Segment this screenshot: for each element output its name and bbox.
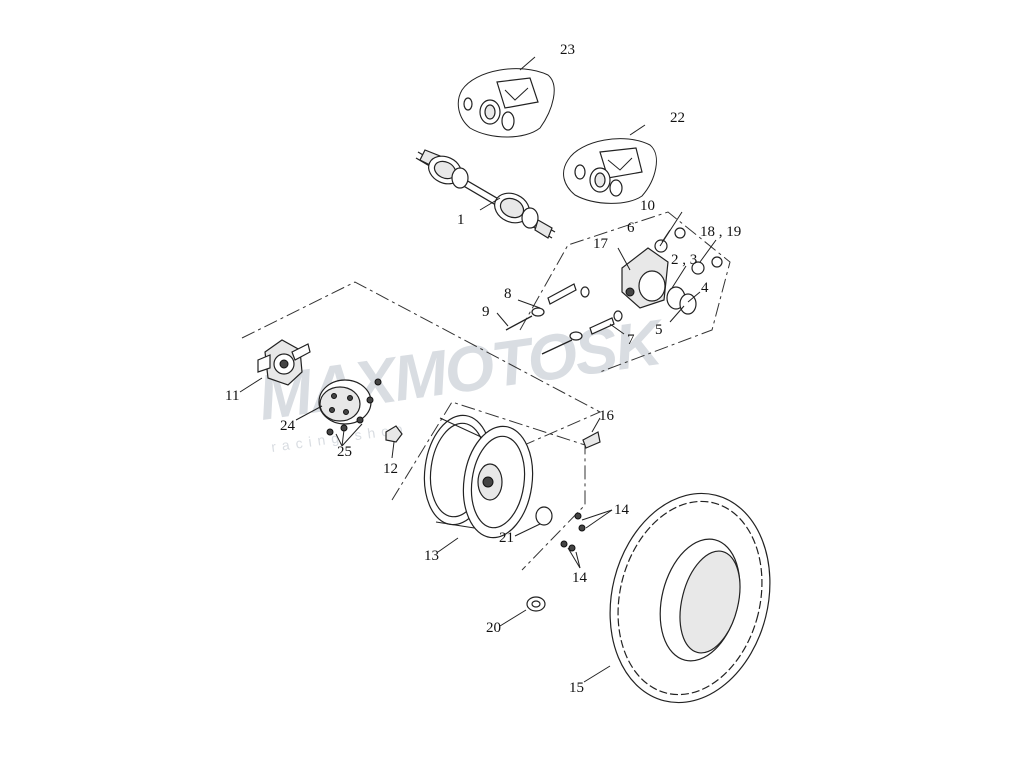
callout-14b: 14 (572, 570, 588, 586)
callout-15: 15 (569, 680, 584, 696)
wheel-rim-13 (423, 414, 601, 552)
callout-16: 16 (599, 408, 615, 424)
callout-1: 1 (457, 212, 465, 228)
callout-9: 9 (482, 304, 490, 320)
callout-6: 6 (627, 220, 635, 236)
callout-4: 4 (701, 280, 709, 296)
callouts: 1 2 , 3 4 5 6 7 8 9 10 11 12 13 14 14 15… (225, 42, 741, 696)
wheel-spacer-24 (318, 378, 403, 443)
boot-kit-22 (563, 138, 657, 204)
wheel-hub-11 (257, 339, 311, 386)
drive-axle-1 (415, 149, 556, 239)
washer-20 (526, 596, 546, 612)
callout-25: 25 (337, 444, 352, 460)
tire-15 (609, 492, 771, 704)
callout-13: 13 (424, 548, 439, 564)
boot-kit-23 (457, 68, 555, 138)
callout-12: 12 (383, 461, 398, 477)
callout-24: 24 (280, 418, 296, 434)
callout-10: 10 (640, 198, 655, 214)
callout-22: 22 (670, 110, 685, 126)
outline-hub-group (241, 281, 602, 467)
callout-21: 21 (499, 530, 514, 546)
callout-23: 23 (560, 42, 575, 58)
callout-18-19: 18 , 19 (700, 224, 741, 240)
callout-14a: 14 (614, 502, 630, 518)
steering-knuckle-group (505, 227, 723, 355)
callout-5: 5 (655, 322, 663, 338)
callout-20: 20 (486, 620, 501, 636)
outline-knuckle-group (519, 211, 731, 373)
callout-17: 17 (593, 236, 609, 252)
leader-lines (239, 56, 717, 683)
callout-7: 7 (627, 332, 635, 348)
callout-2-3: 2 , 3 (671, 252, 697, 268)
callout-11: 11 (225, 388, 239, 404)
callout-8: 8 (504, 286, 512, 302)
